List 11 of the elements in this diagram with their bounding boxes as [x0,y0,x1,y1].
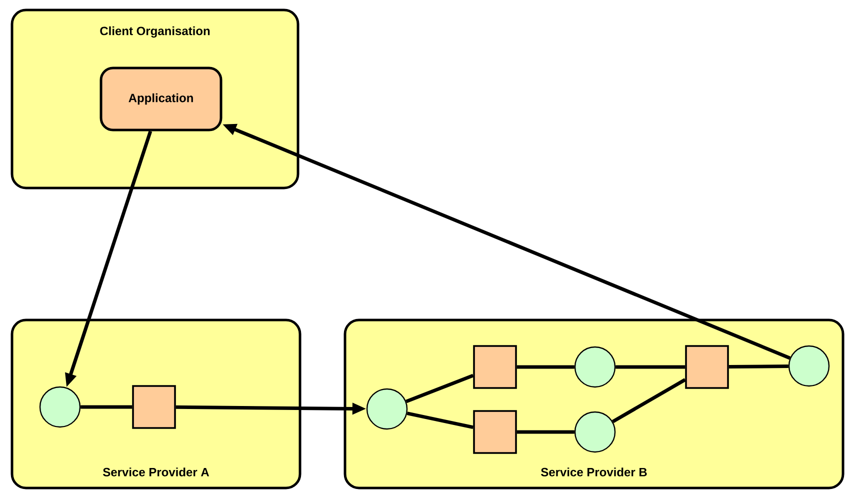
square-box [132,385,176,429]
circle [574,411,616,453]
group-box: Service Provider A [10,318,302,490]
circle [788,345,830,387]
circle [39,386,81,428]
square-box [473,410,517,454]
circle [366,388,408,430]
application-box: Application [100,66,222,132]
circle [574,346,616,388]
square-box [473,345,517,389]
square-box [685,345,729,389]
